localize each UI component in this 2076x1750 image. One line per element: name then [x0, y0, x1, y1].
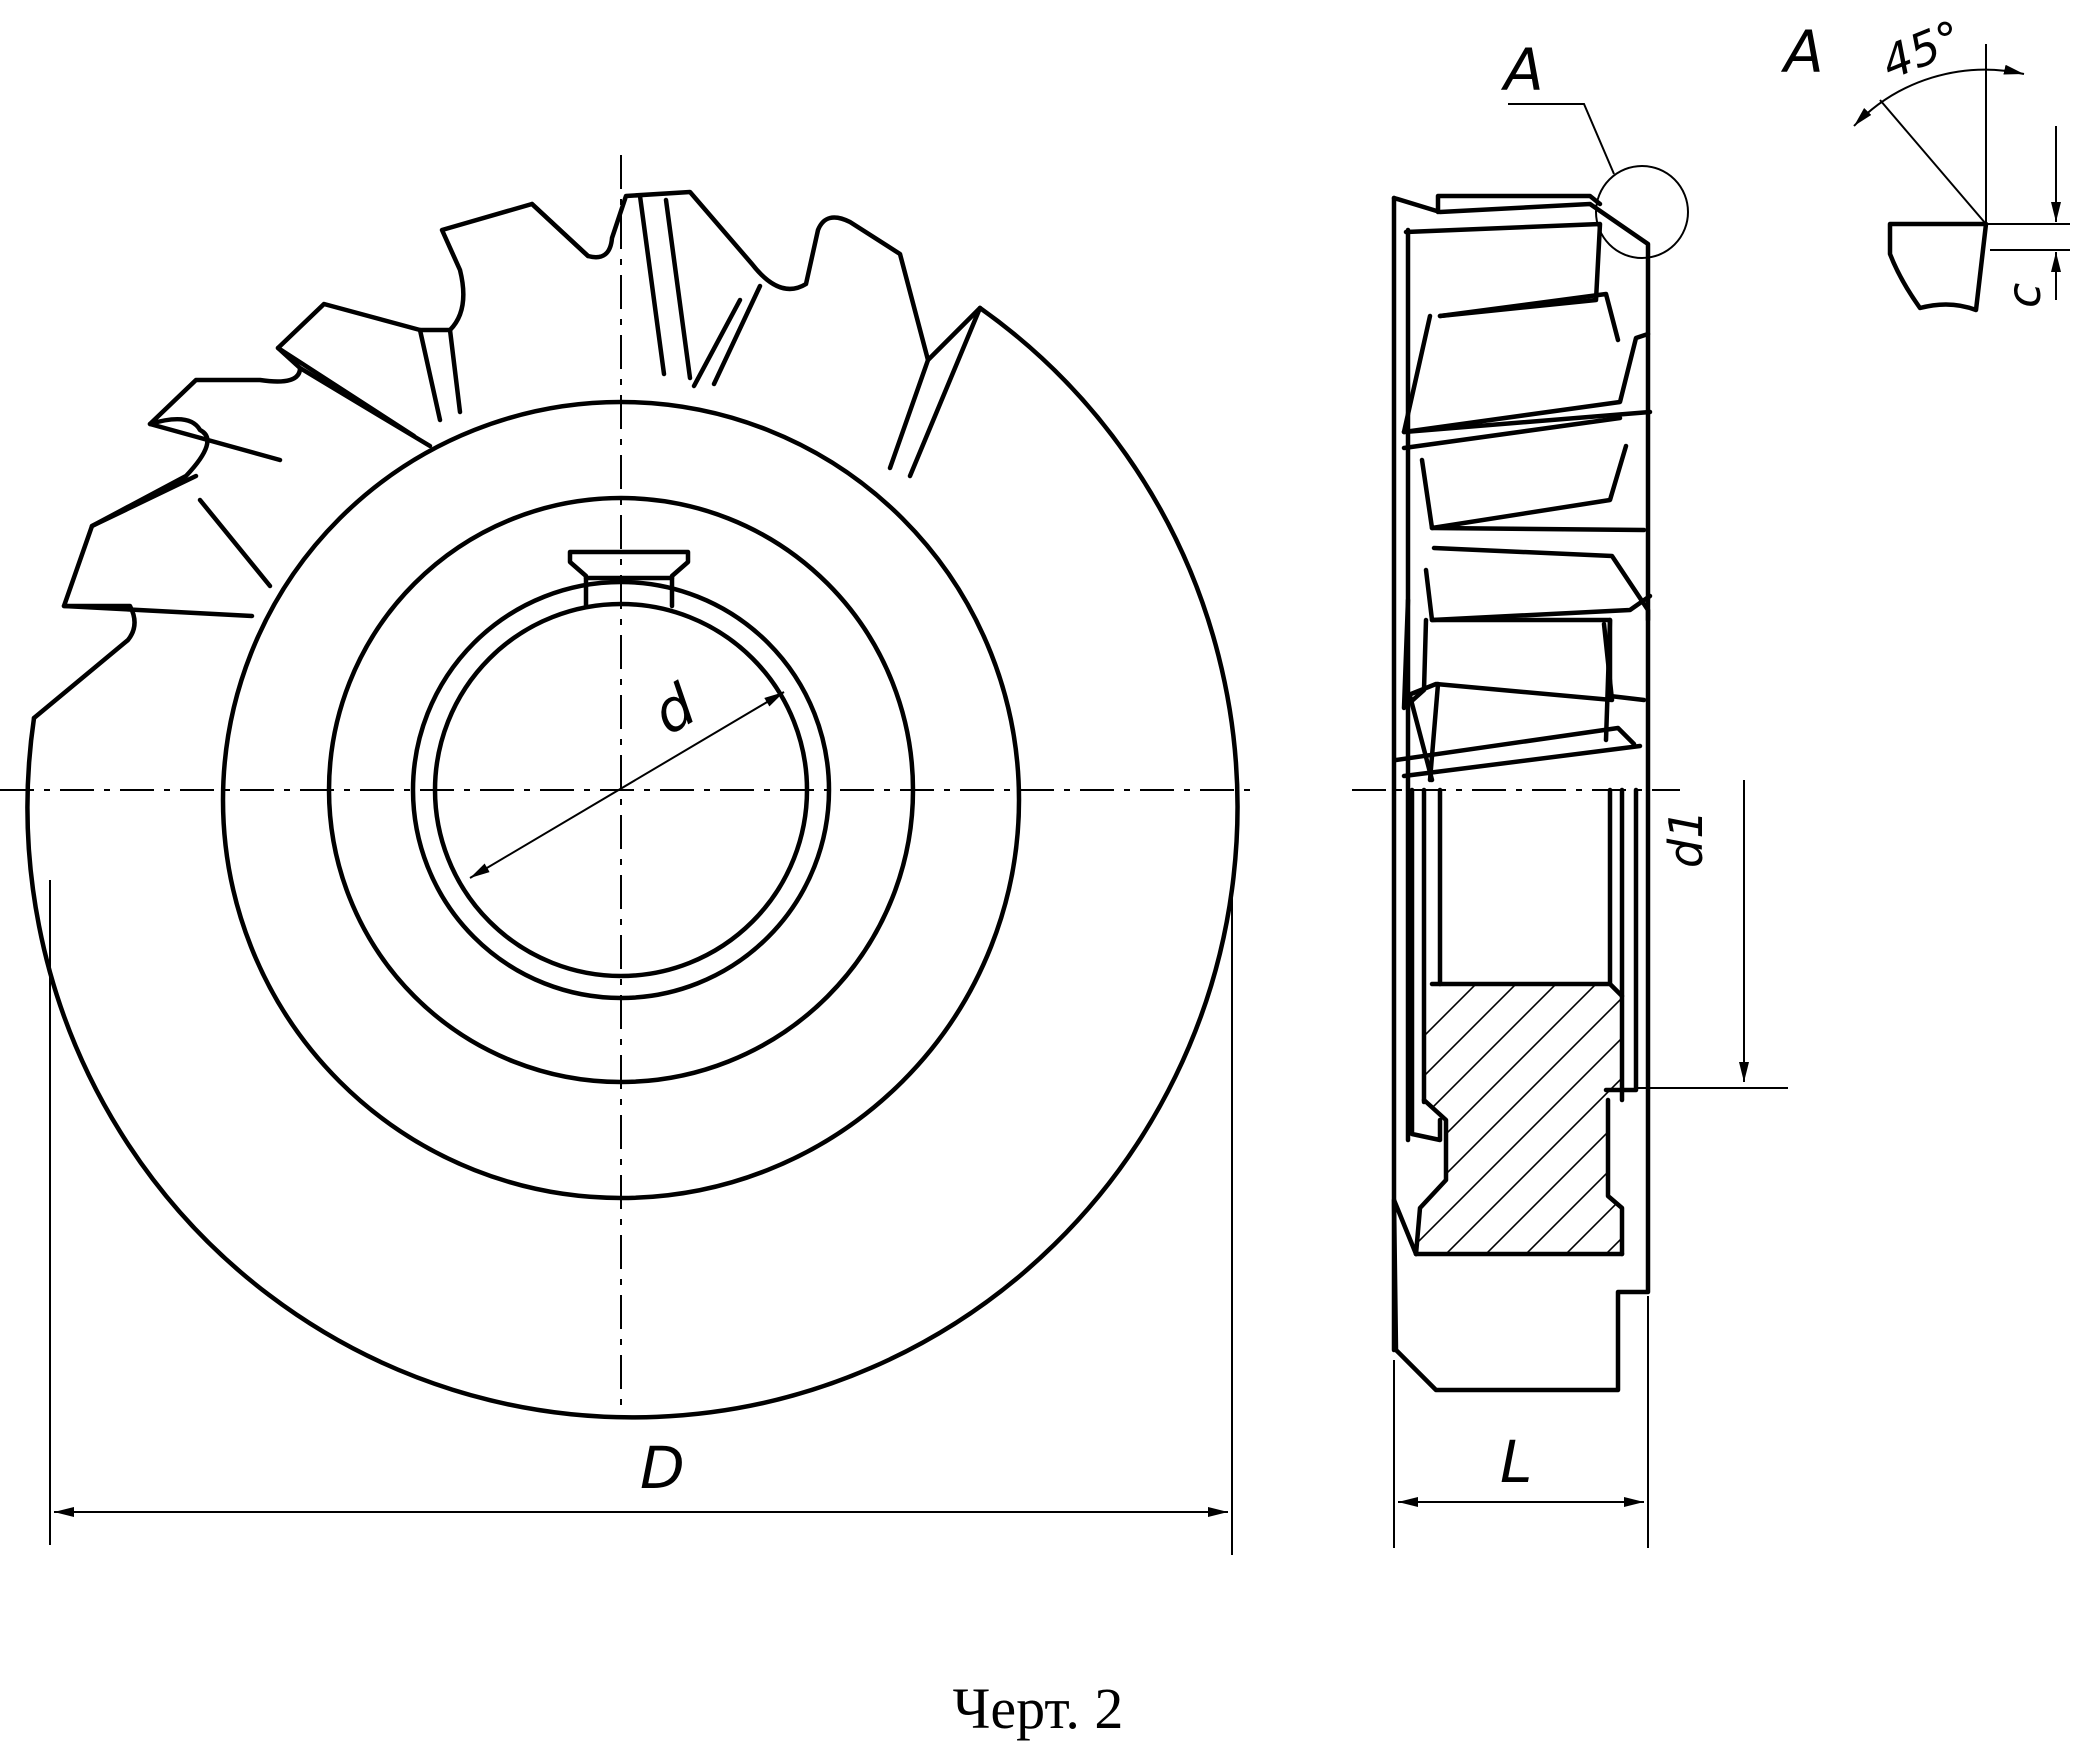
detail-a: A 45° c	[1780, 10, 2070, 313]
detail-leader	[1508, 103, 1615, 175]
detail-ref-label: A	[1500, 36, 1544, 104]
bore-circle	[432, 601, 810, 979]
outer-diameter-label: D	[640, 1434, 685, 1502]
section-hatch	[1416, 984, 1622, 1254]
chamfer-label: c	[1997, 283, 2051, 308]
figure-caption: Черт. 2	[953, 1676, 1124, 1741]
hub-diameter-label: d1	[1659, 810, 1713, 868]
detail-callout-circle	[1595, 165, 1689, 259]
tooth-faces	[61, 193, 983, 619]
side-hub	[1409, 787, 1639, 1257]
cutter-outer-contour	[25, 305, 1240, 1420]
side-view: d1 L A	[1352, 36, 1788, 1548]
detail-edge-profile	[1887, 221, 1989, 313]
hub-recess-circle	[326, 495, 916, 1085]
side-teeth	[1393, 193, 1653, 783]
hub-face-circle	[220, 399, 1022, 1201]
width-label: L	[1500, 1428, 1532, 1496]
bore-chamfer-circle	[410, 579, 832, 1001]
angle-label: 45°	[1874, 10, 1970, 91]
cutter-teeth	[31, 189, 983, 721]
detail-title: A	[1780, 18, 1824, 86]
front-view: d D	[0, 155, 1258, 1555]
keyway	[567, 549, 691, 609]
angle-arc	[1853, 64, 2025, 127]
bore-dimension-line	[469, 691, 785, 879]
chamfer-line	[1879, 99, 1987, 225]
bore-diameter-label: d	[641, 670, 708, 748]
